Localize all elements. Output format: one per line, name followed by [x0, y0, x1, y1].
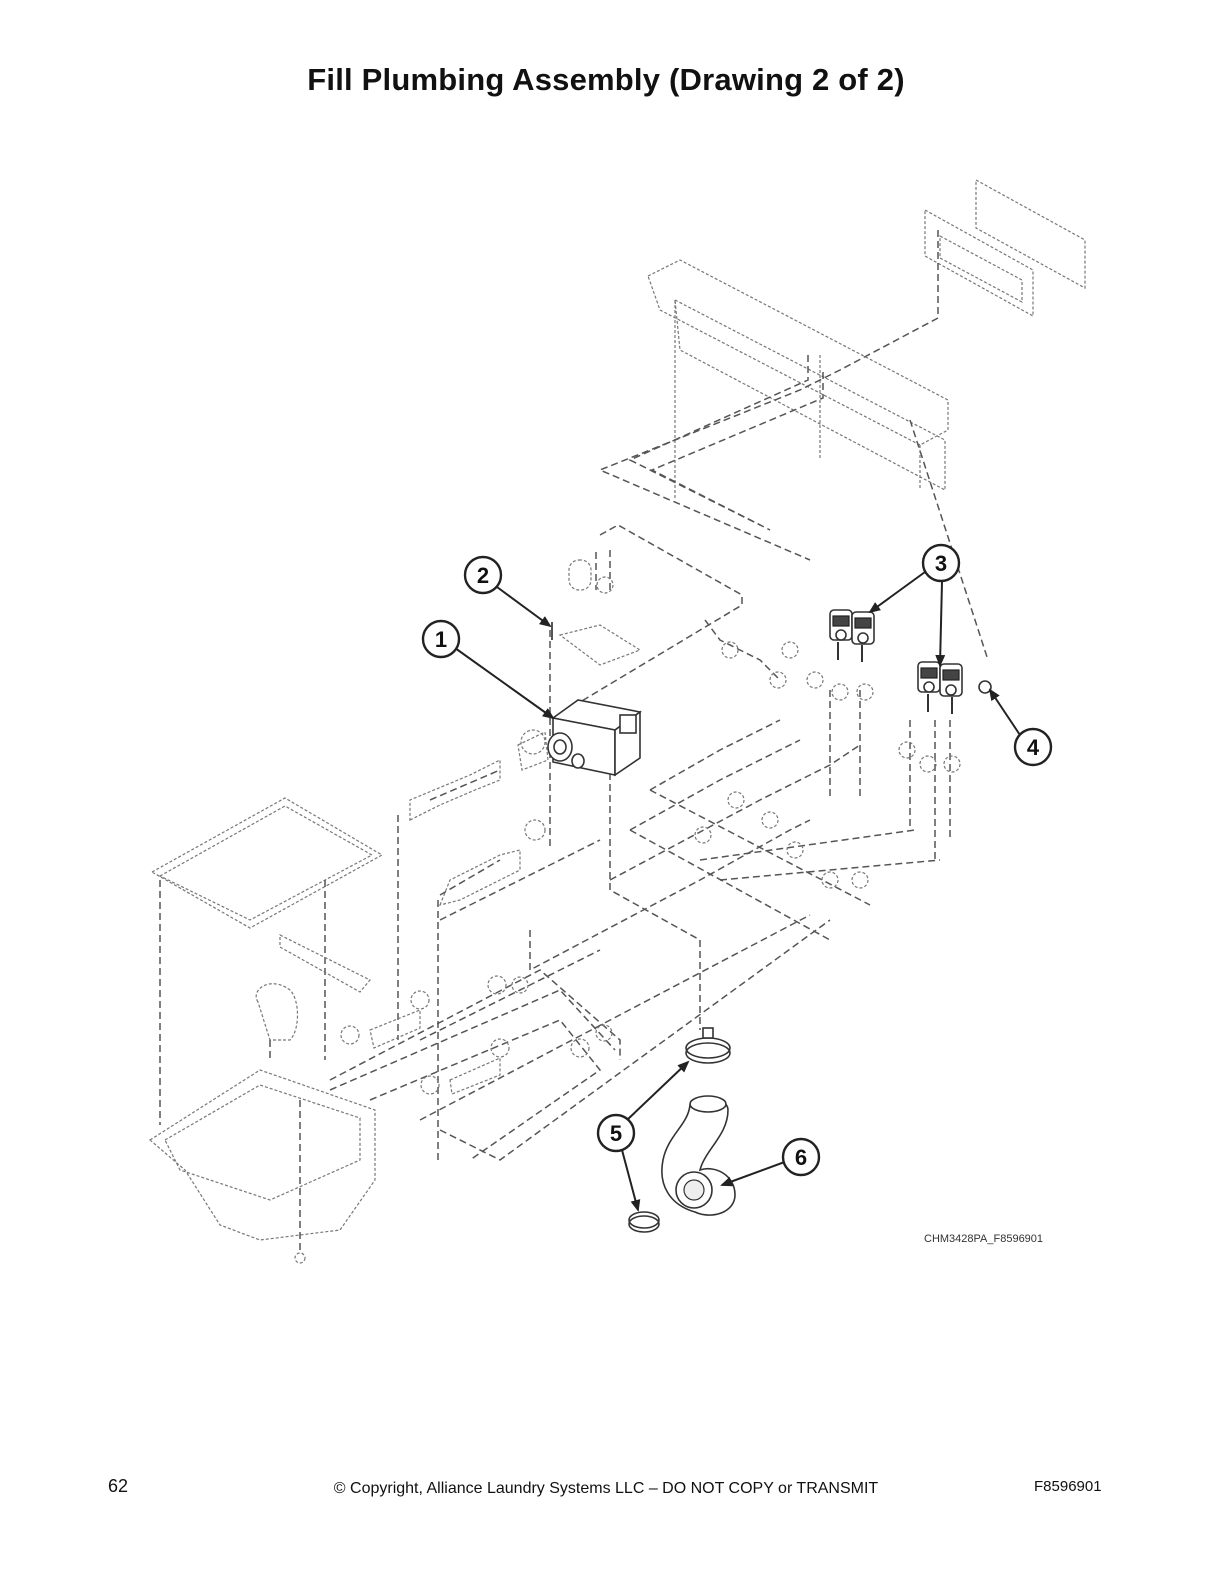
washer — [978, 680, 992, 694]
hose-fittings-phantom — [340, 559, 961, 1095]
hose-elbow — [661, 1095, 736, 1216]
figure-code: CHM3428PA_F8596901 — [924, 1233, 1043, 1245]
callout-5: 5 — [596, 1113, 636, 1153]
callout-4: 4 — [1013, 727, 1053, 767]
callout-3-label: 3 — [935, 551, 947, 576]
water-valve-upper — [829, 609, 875, 662]
leader-lines — [454, 571, 1021, 1212]
page-title: Fill Plumbing Assembly (Drawing 2 of 2) — [307, 62, 905, 97]
page-number: 62 — [108, 1476, 129, 1496]
callout-1-label: 1 — [435, 627, 447, 652]
document-code: F8596901 — [1034, 1478, 1102, 1495]
callout-1: 1 — [421, 619, 461, 659]
hose-clamp-lower — [628, 1211, 660, 1233]
callout-5-label: 5 — [610, 1121, 622, 1146]
dispenser-box — [517, 699, 642, 777]
callout-2: 2 — [463, 555, 503, 595]
copyright-notice: © Copyright, Alliance Laundry Systems LL… — [333, 1480, 879, 1497]
fill-hoses-phantom — [329, 524, 951, 1161]
callout-6-label: 6 — [795, 1145, 807, 1170]
rear-panel-phantom — [598, 178, 1086, 661]
callout-2-label: 2 — [477, 563, 489, 588]
callout-4-label: 4 — [1027, 735, 1040, 760]
callout-6: 6 — [781, 1137, 821, 1177]
hose-clamp-upper — [685, 1027, 731, 1064]
water-valve-lower — [917, 661, 963, 714]
callout-3: 3 — [921, 543, 961, 583]
tub-phantom — [148, 797, 384, 1264]
